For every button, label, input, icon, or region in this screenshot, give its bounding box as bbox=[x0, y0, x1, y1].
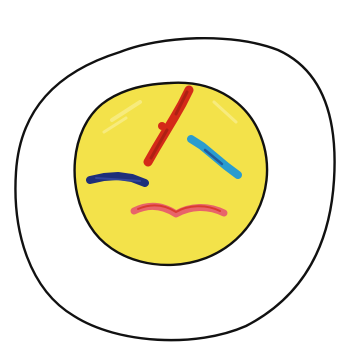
cell-drawing bbox=[0, 0, 344, 349]
drawing-canvas bbox=[0, 0, 344, 349]
